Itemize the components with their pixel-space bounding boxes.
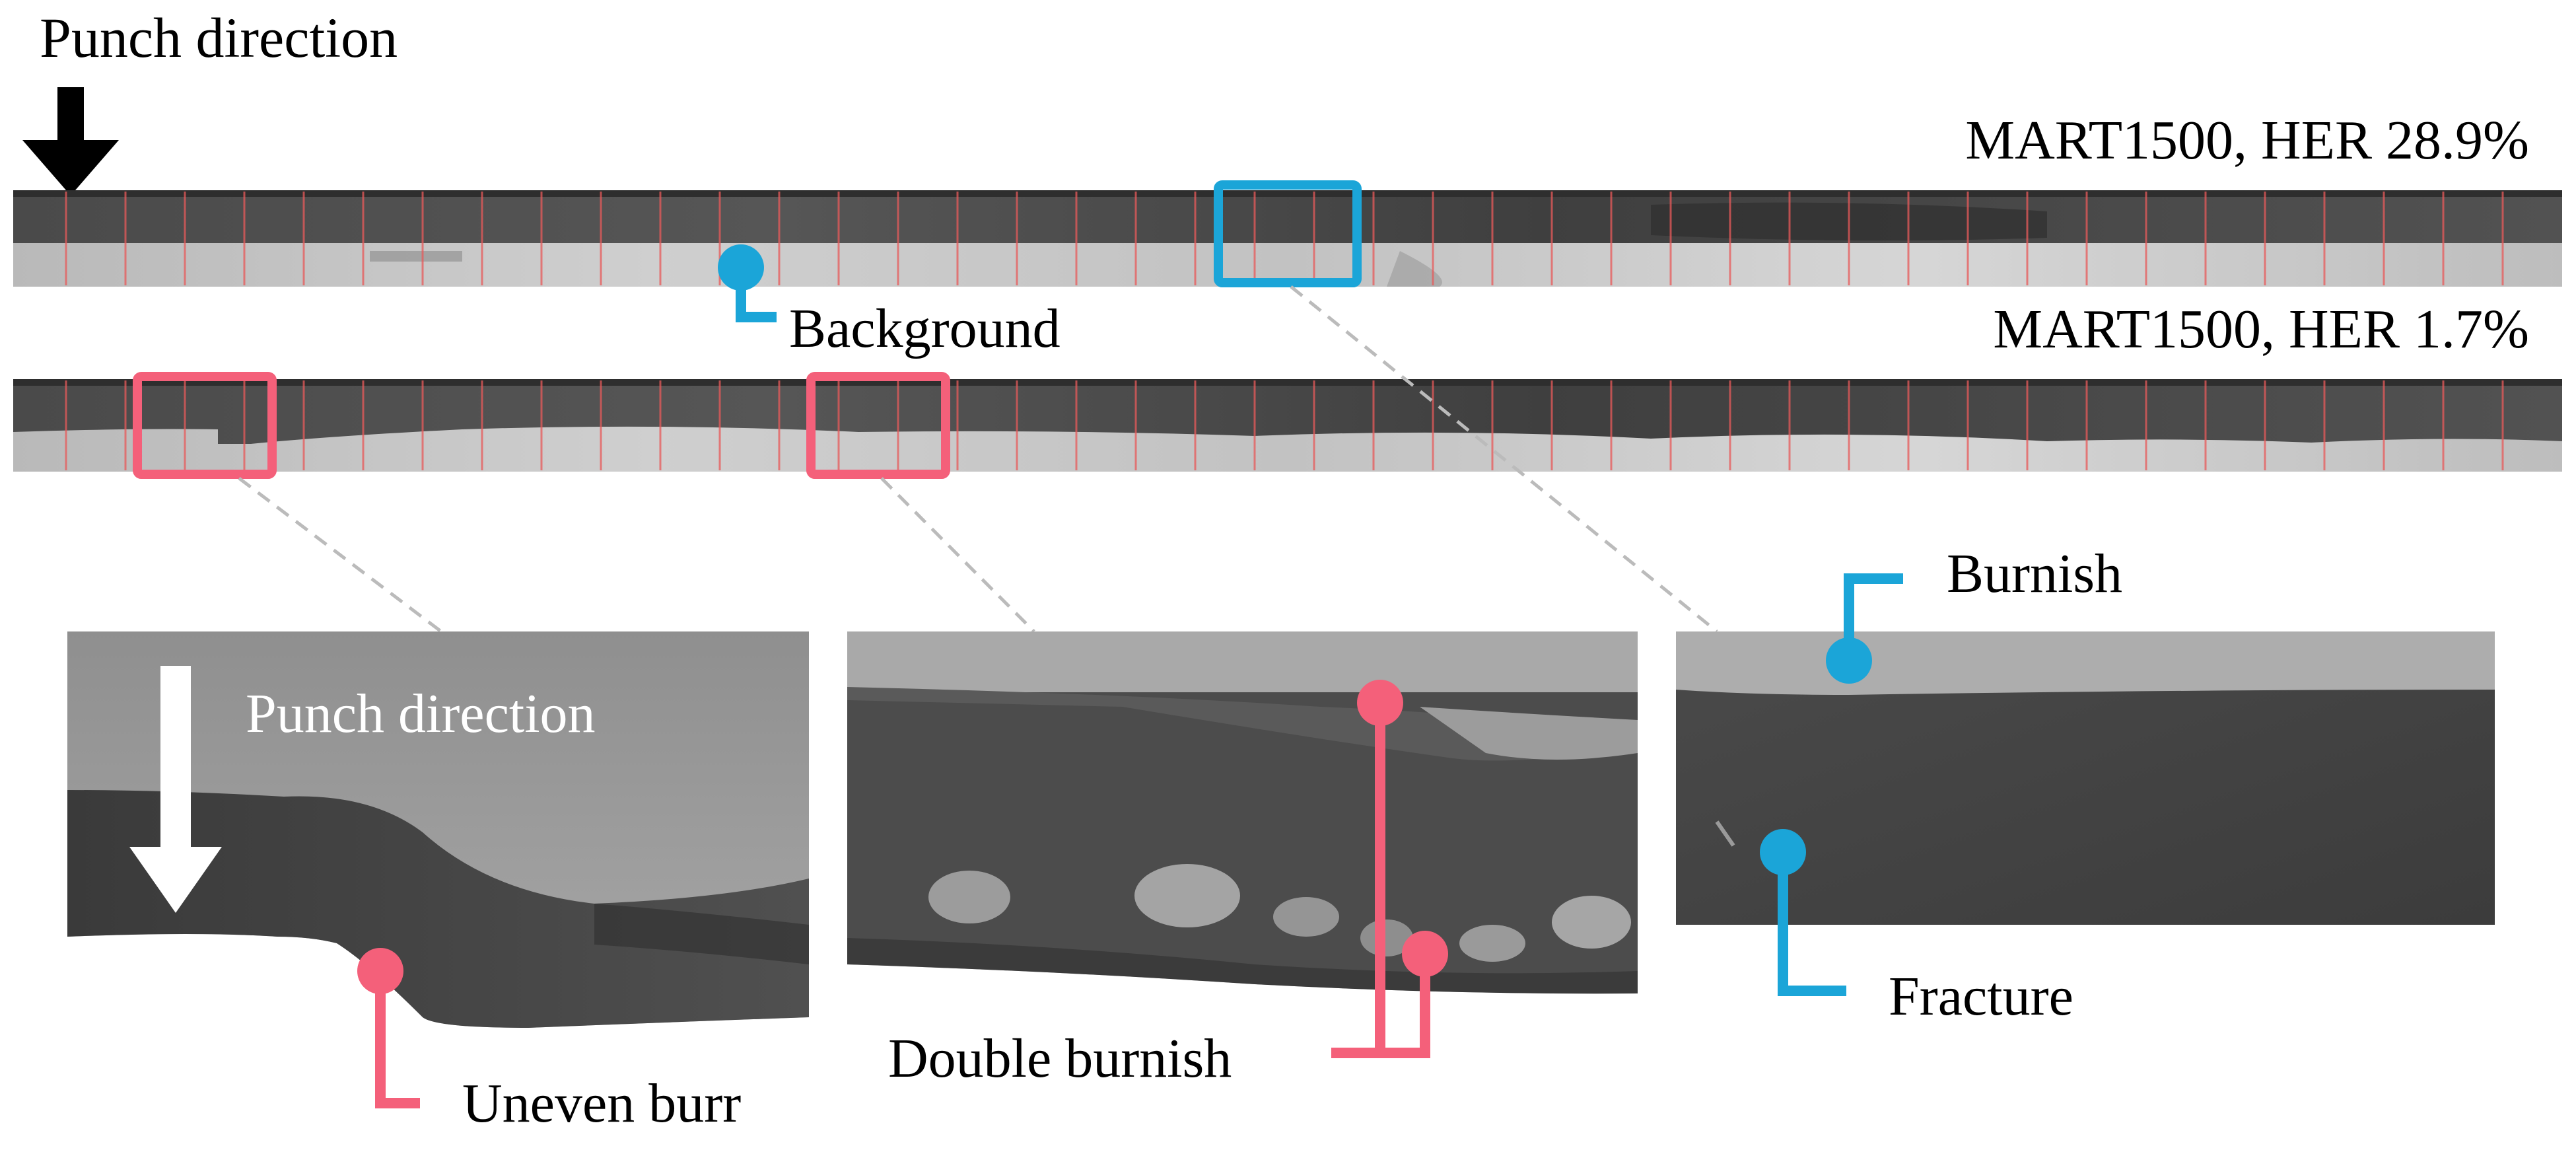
highlight-box-double-burnish bbox=[806, 372, 950, 479]
burnish-annotation bbox=[1826, 573, 1903, 684]
uneven-burr-label: Uneven burr bbox=[462, 1073, 741, 1134]
fracture-surface-strip-low bbox=[13, 379, 2562, 472]
sample-low-label: MART1500, HER 1.7% bbox=[1993, 299, 2529, 360]
sample-high-label: MART1500, HER 28.9% bbox=[1965, 110, 2529, 171]
fracture-surface-strip-high bbox=[13, 190, 2562, 287]
punch-direction-arrow-white-icon bbox=[129, 666, 222, 913]
fracture-label: Fracture bbox=[1889, 966, 2073, 1027]
highlight-box-uneven-burr bbox=[133, 372, 277, 479]
double-burnish-annotation bbox=[1331, 680, 1448, 1058]
zoom-guide-lines bbox=[238, 285, 1718, 633]
uneven-burr-annotation bbox=[357, 948, 420, 1108]
background-label: Background bbox=[789, 298, 1061, 359]
inset-uneven-burr bbox=[67, 631, 809, 1028]
inset-burnish-fracture bbox=[1676, 631, 2495, 925]
punch-direction-arrow-icon bbox=[22, 87, 119, 196]
punch-direction-label: Punch direction bbox=[40, 6, 398, 69]
background-annotation bbox=[718, 244, 777, 322]
fracture-annotation bbox=[1760, 829, 1846, 996]
burnish-label: Burnish bbox=[1947, 543, 2122, 604]
inset-double-burnish bbox=[847, 631, 1638, 994]
double-burnish-label: Double burnish bbox=[888, 1028, 1232, 1089]
punch-direction-inset-label: Punch direction bbox=[246, 683, 596, 744]
highlight-box-fracture bbox=[1214, 180, 1362, 287]
